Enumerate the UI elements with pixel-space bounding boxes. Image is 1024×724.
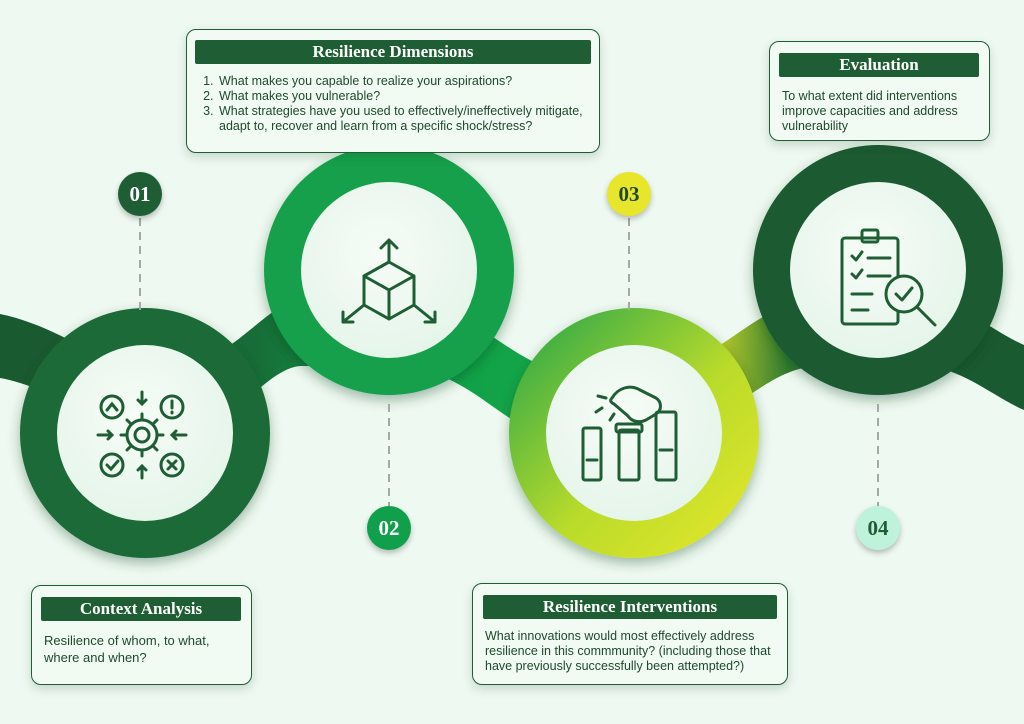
step2-inner [301,182,477,358]
step4-inner [790,182,966,358]
context-analysis-box: Context Analysis Resilience of whom, to … [31,585,252,685]
step1-number: 01 [118,172,162,216]
step4-number: 04 [856,506,900,550]
evaluation-title: Evaluation [779,53,979,77]
dimension-question-2: What makes you vulnerable? [217,89,617,104]
evaluation-box: Evaluation To what extent did interventi… [769,41,990,141]
hand-test-tubes-icon [581,385,678,482]
resilience-interventions-title: Resilience Interventions [483,595,777,619]
resilience-interventions-box: Resilience Interventions What innovation… [472,583,788,685]
context-analysis-title: Context Analysis [41,597,241,621]
step3-number: 03 [607,172,651,216]
context-analysis-text: Resilience of whom, to what, where and w… [44,633,210,665]
resilience-dimensions-box: Resilience Dimensions What makes you cap… [186,29,600,153]
dimension-question-1: What makes you capable to realize your a… [217,74,617,89]
resilience-dimensions-list: What makes you capable to realize your a… [193,74,617,134]
clipboard-magnifier-icon [840,228,937,327]
cube-arrows-icon [341,238,437,324]
resilience-interventions-text: What innovations would most effectively … [485,629,771,673]
evaluation-text: To what extent did interventions improve… [782,89,958,133]
step2-number: 02 [367,506,411,550]
context-analysis-gear-icon [96,390,188,480]
resilience-dimensions-title: Resilience Dimensions [195,40,591,64]
step1-inner [57,345,233,521]
dimension-question-3: What strategies have you used to effecti… [217,104,617,134]
